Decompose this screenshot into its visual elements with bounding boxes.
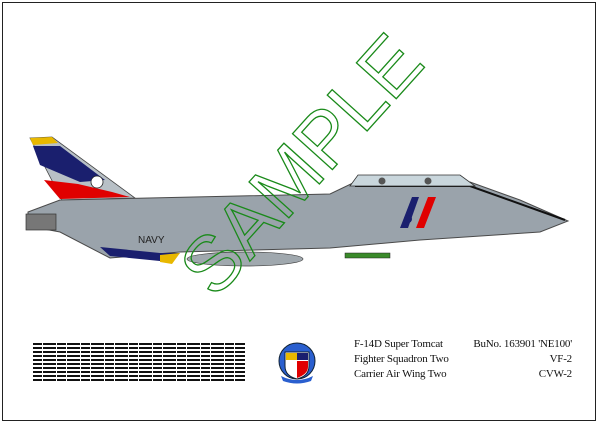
tail-skull (90, 175, 104, 189)
air-wing-name: Carrier Air Wing Two (354, 368, 447, 380)
sample-watermark: SAMPLE (162, 17, 439, 311)
aircraft-serial: BuNo. 163901 'NE100' (473, 338, 572, 350)
canopy (349, 174, 477, 187)
tail-navy-stripe (33, 146, 105, 182)
rio-helmet (424, 177, 432, 185)
missile (344, 252, 391, 259)
print-border (2, 2, 596, 421)
engine-nozzle (25, 213, 57, 231)
fuselage-marking: NAVY (138, 235, 165, 246)
squadron-name: Fighter Squadron Two (354, 353, 449, 365)
squadron-code: VF-2 (549, 353, 573, 365)
national-insignia (404, 215, 412, 223)
tail-tip-yellow (30, 137, 58, 145)
belly-yellow (160, 253, 180, 264)
aircraft-type: F-14D Super Tomcat (354, 338, 443, 350)
drop-tank (186, 251, 304, 267)
description-text-block (33, 343, 245, 383)
tail-red-stripe (44, 180, 130, 199)
fuselage-red-stripe (416, 197, 436, 228)
pilot-helmet (378, 177, 386, 185)
air-wing-code: CVW-2 (538, 368, 572, 380)
squadron-insignia (278, 342, 316, 384)
